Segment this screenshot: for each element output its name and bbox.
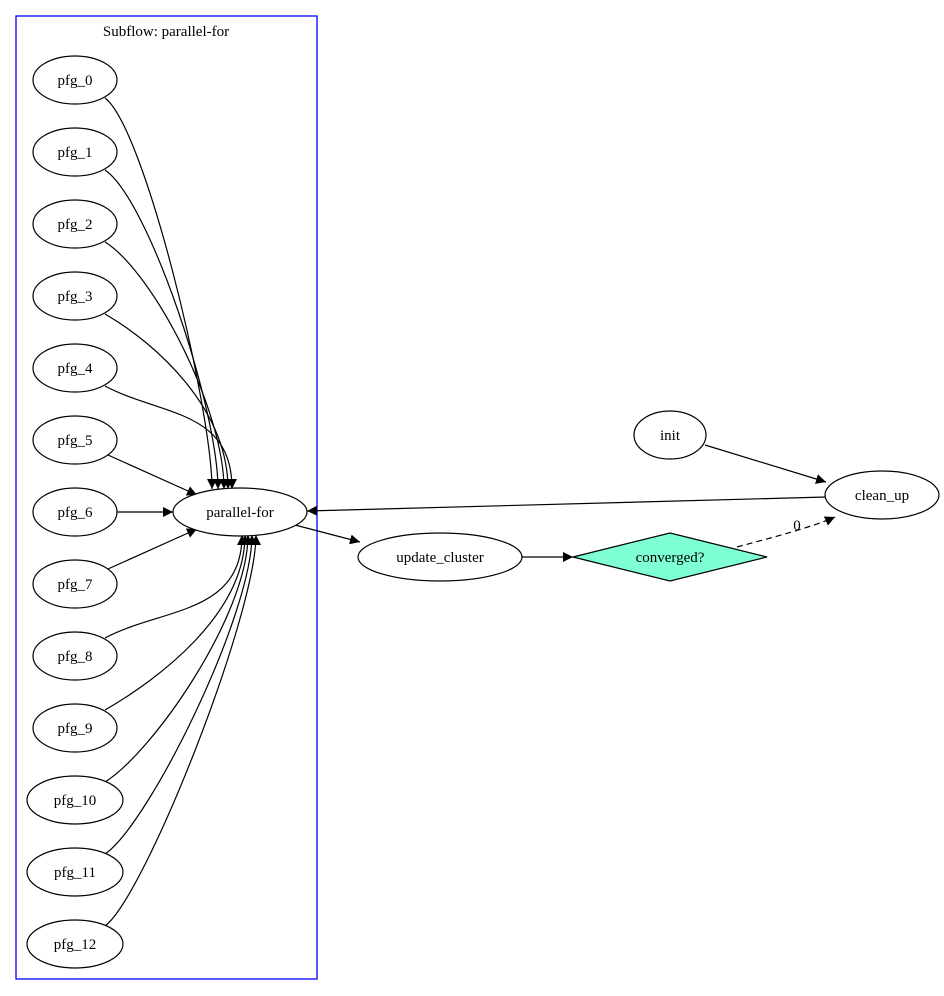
node-label: pfg_0 [58, 73, 93, 89]
node-label: pfg_2 [58, 217, 93, 233]
subflow-cluster-label: Subflow: parallel-for [103, 24, 229, 40]
node-pfg-1[interactable]: pfg_1 [32, 127, 118, 177]
node-pfg-5[interactable]: pfg_5 [32, 415, 118, 465]
node-label: pfg_9 [58, 721, 93, 737]
edge-pfg_12-to-parallel_for [104, 534, 261, 927]
node-label: converged? [636, 550, 705, 566]
edge-clean_up-to-parallel_for [306, 496, 827, 516]
ellipse-shape [172, 487, 308, 537]
ellipse-shape [32, 487, 118, 537]
node-label: clean_up [855, 488, 909, 504]
ellipse-shape [32, 343, 118, 393]
node-label: pfg_10 [54, 793, 97, 809]
node-pfg-12[interactable]: pfg_12 [26, 919, 124, 969]
edge-label-converged-to-clean_up: 0 [793, 518, 801, 534]
subflow-cluster-border [15, 15, 318, 980]
ellipse-shape [824, 470, 940, 520]
diamond-shape [572, 532, 768, 582]
node-pfg-10[interactable]: pfg_10 [26, 775, 124, 825]
node-label: init [660, 428, 681, 444]
ellipse-shape [32, 271, 118, 321]
edge-pfg_4-to-parallel_for [104, 385, 237, 490]
node-label: pfg_6 [58, 505, 93, 521]
edge-pfg_11-to-parallel_for [104, 534, 257, 855]
ellipse-shape [32, 703, 118, 753]
edge-pfg_10-to-parallel_for [104, 534, 253, 783]
node-pfg-9[interactable]: pfg_9 [32, 703, 118, 753]
edge-parallel_for-to-update_cluster [294, 524, 361, 545]
node-label: pfg_8 [58, 649, 93, 665]
edge-pfg_1-to-parallel_for [104, 169, 223, 490]
node-label: pfg_4 [58, 361, 93, 377]
edge-pfg_9-to-parallel_for [104, 534, 250, 711]
ellipse-shape [32, 199, 118, 249]
node-label: pfg_12 [54, 937, 97, 953]
ellipse-shape [26, 847, 124, 897]
node-label: pfg_1 [58, 145, 93, 161]
edge-init-to-clean_up [704, 444, 827, 484]
node-label: pfg_3 [58, 289, 93, 305]
ellipse-shape [357, 532, 523, 582]
node-label: parallel-for [206, 505, 273, 521]
edge-pfg_0-to-parallel_for [104, 97, 217, 490]
ellipse-shape [32, 631, 118, 681]
edge-pfg_2-to-parallel_for [104, 241, 229, 490]
ellipse-shape [633, 410, 707, 460]
edge-pfg_8-to-parallel_for [104, 534, 247, 639]
node-pfg-7[interactable]: pfg_7 [32, 559, 118, 609]
node-converged[interactable]: converged? [572, 532, 768, 582]
node-pfg-0[interactable]: pfg_0 [32, 55, 118, 105]
node-pfg-4[interactable]: pfg_4 [32, 343, 118, 393]
node-label: pfg_7 [58, 577, 93, 593]
edge-pfg_7-to-parallel_for [107, 528, 198, 570]
ellipse-shape [32, 55, 118, 105]
node-clean-up[interactable]: clean_up [824, 470, 940, 520]
edge-converged-to-clean_up [736, 516, 836, 548]
edge-pfg_5-to-parallel_for [107, 454, 198, 496]
node-parallel-for[interactable]: parallel-for [172, 487, 308, 537]
node-label: pfg_11 [54, 865, 96, 881]
ellipse-shape [32, 559, 118, 609]
ellipse-shape [26, 775, 124, 825]
node-pfg-8[interactable]: pfg_8 [32, 631, 118, 681]
node-init[interactable]: init [633, 410, 707, 460]
node-pfg-3[interactable]: pfg_3 [32, 271, 118, 321]
node-label: pfg_5 [58, 433, 93, 449]
node-pfg-11[interactable]: pfg_11 [26, 847, 124, 897]
node-pfg-6[interactable]: pfg_6 [32, 487, 118, 537]
node-pfg-2[interactable]: pfg_2 [32, 199, 118, 249]
ellipse-shape [32, 415, 118, 465]
node-label: update_cluster [396, 550, 483, 566]
ellipse-shape [32, 127, 118, 177]
edge-pfg_3-to-parallel_for [104, 313, 233, 490]
ellipse-shape [26, 919, 124, 969]
node-update-cluster[interactable]: update_cluster [357, 532, 523, 582]
